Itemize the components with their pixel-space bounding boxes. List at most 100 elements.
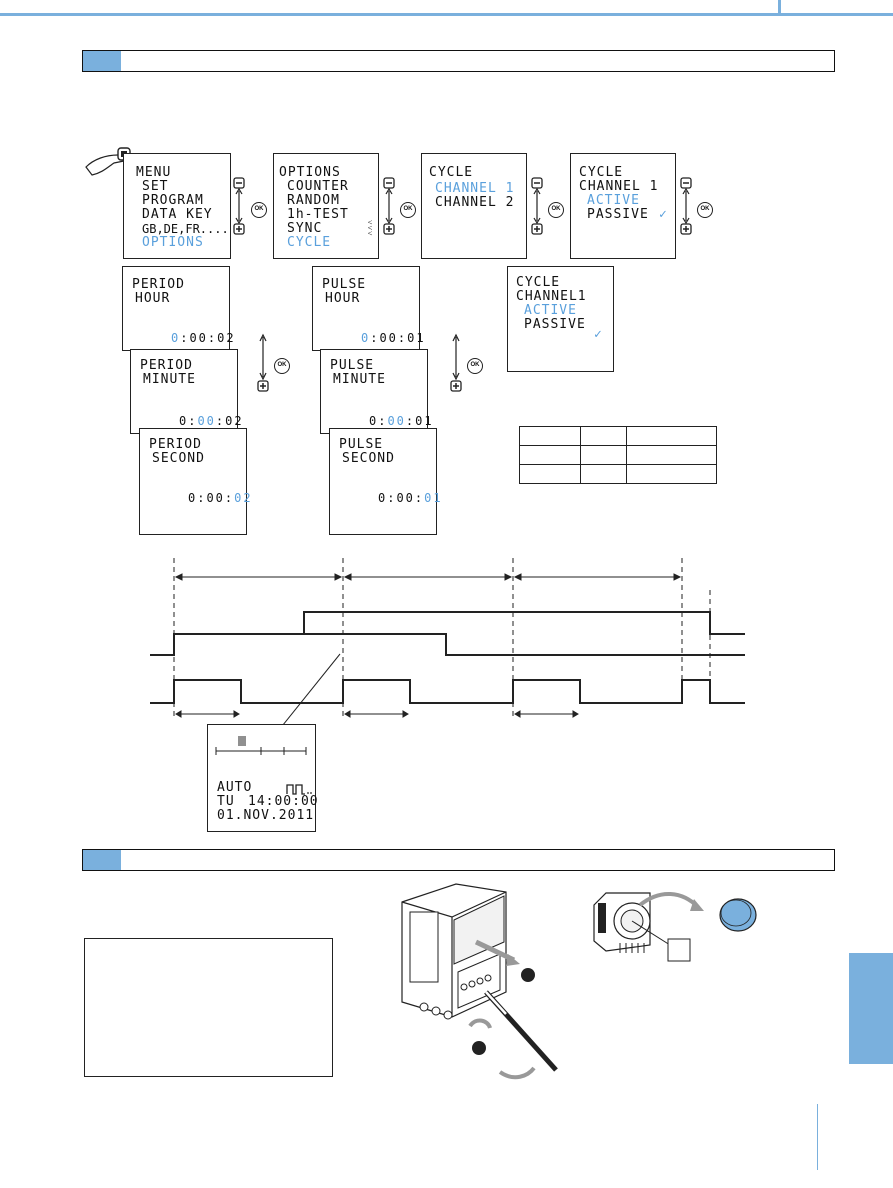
step-badge-1 — [521, 968, 535, 982]
lcd-pulse-second-screen: PULSE SECOND 0:00:01 — [329, 428, 441, 535]
pulse-minute-value[interactable]: 0:00:01 — [369, 414, 434, 428]
pulse-hour-value[interactable]: 0:00:01 — [361, 331, 426, 345]
table-cell — [519, 464, 581, 484]
cycle-confirm-passive[interactable]: PASSIVE — [524, 317, 586, 332]
pulse-minute-label: PULSE — [330, 358, 375, 373]
lcd-pulse-hour-screen: PULSE HOUR 0:00:01 — [312, 266, 424, 351]
pulse-hour-rest: :00:01 — [370, 331, 426, 345]
pulse-hour-sub: HOUR — [325, 291, 361, 306]
lcd-period-second-screen: PERIOD SECOND 0:00:02 — [139, 428, 251, 535]
period-hour-selected: 0 — [171, 331, 181, 345]
ok-button[interactable]: OK — [697, 202, 713, 218]
cycle-item-channel-1[interactable]: CHANNEL 1 — [435, 181, 515, 196]
page-margin-rule — [817, 1104, 818, 1170]
pulse-minute-sub: MINUTE — [333, 372, 386, 387]
lcd-options-screen: OPTIONS COUNTER RANDOM 1h-TEST SYNC CYCL… — [273, 153, 379, 259]
menu-title: MENU — [136, 165, 172, 180]
checkmark-icon: ✓ — [659, 207, 668, 222]
period-second-sub: SECOND — [152, 451, 205, 466]
cycle-mode-passive[interactable]: PASSIVE — [587, 207, 649, 222]
cycle-title: CYCLE — [429, 165, 474, 180]
options-item-random[interactable]: RANDOM — [287, 193, 340, 208]
lcd-cycle-mode-screen: CYCLE CHANNEL 1 ACTIVE PASSIVE ✓ — [570, 153, 676, 259]
period-second-pre: 0:00: — [188, 491, 235, 505]
time-ruler — [215, 736, 307, 755]
period-minute-value[interactable]: 0:00:02 — [179, 414, 244, 428]
lcd-cycle-channel-screen: CYCLE CHANNEL 1 CHANNEL 2 — [421, 153, 527, 259]
table-row — [519, 464, 717, 484]
pulse-second-sub: SECOND — [342, 451, 395, 466]
menu-item-options[interactable]: OPTIONS — [142, 235, 204, 250]
table-cell — [580, 445, 627, 465]
top-rule — [0, 0, 893, 16]
cycle-pulse-icon — [286, 784, 312, 795]
table-cell — [519, 426, 581, 446]
table-row — [519, 426, 717, 446]
nav-control-3 — [531, 177, 543, 235]
ok-button[interactable]: OK — [400, 202, 416, 218]
ok-button[interactable]: OK — [251, 202, 267, 218]
status-date: 01.NOV.2011 — [217, 808, 315, 823]
table-cell — [519, 445, 581, 465]
period-minute-selected: 00 — [197, 414, 216, 428]
period-hour-sub: HOUR — [135, 291, 171, 306]
chapter-tab — [849, 953, 893, 1064]
options-title: OPTIONS — [279, 165, 341, 180]
checkmark-icon: ✓ — [594, 327, 603, 342]
lcd-period-minute-screen: PERIOD MINUTE 0:00:02 — [130, 349, 242, 434]
status-mode: AUTO — [217, 780, 253, 795]
period-second-selected: 02 — [234, 491, 253, 505]
menu-item-program[interactable]: PROGRAM — [142, 193, 204, 208]
note-box — [84, 938, 333, 1077]
period-second-value[interactable]: 0:00:02 — [188, 491, 253, 505]
options-item-counter[interactable]: COUNTER — [287, 179, 349, 194]
section-header-2 — [82, 849, 835, 871]
section-number-2 — [83, 850, 121, 870]
cycle-mode-active[interactable]: ACTIVE — [587, 193, 640, 208]
period-hour-label: PERIOD — [132, 277, 185, 292]
table-cell — [580, 426, 627, 446]
pulse-second-pre: 0:00: — [378, 491, 425, 505]
nav-control-1 — [233, 177, 245, 235]
period-second-label: PERIOD — [149, 437, 202, 452]
pulse-minute-post: :01 — [405, 414, 434, 428]
cycle-confirm-active[interactable]: ACTIVE — [524, 303, 577, 318]
options-item-cycle[interactable]: CYCLE — [287, 235, 332, 250]
top-rule-tick — [778, 0, 781, 16]
menu-item-language[interactable]: GB,DE,FR.... — [142, 222, 229, 236]
period-hour-value[interactable]: 0:00:02 — [171, 331, 236, 345]
pulse-hour-label: PULSE — [322, 277, 367, 292]
ok-button[interactable]: OK — [548, 202, 564, 218]
period-minute-post: :02 — [215, 414, 244, 428]
pulse-hour-selected: 0 — [361, 331, 371, 345]
status-time: 14:00:00 — [248, 794, 319, 809]
pulse-second-value[interactable]: 0:00:01 — [378, 491, 443, 505]
options-item-1h-test[interactable]: 1h-TEST — [287, 207, 349, 222]
period-hour-rest: :00:02 — [180, 331, 236, 345]
lcd-cycle-confirm-screen: CYCLE CHANNEL1 ACTIVE PASSIVE ✓ — [507, 266, 614, 372]
period-minute-pre: 0: — [179, 414, 198, 428]
lcd-menu-screen: MENU SET PROGRAM DATA KEY GB,DE,FR.... O… — [123, 153, 231, 259]
sync-indicator-marks: ˅˅˅ — [365, 220, 374, 237]
cycle-item-channel-2[interactable]: CHANNEL 2 — [435, 195, 515, 210]
cycle-confirm-title: CYCLE — [516, 275, 561, 290]
nav-control-2 — [383, 177, 395, 235]
nav-control-5 — [257, 333, 269, 392]
menu-item-data-key[interactable]: DATA KEY — [142, 207, 213, 222]
menu-item-set[interactable]: SET — [142, 179, 169, 194]
step-badge-2 — [472, 1041, 486, 1055]
table-cell — [626, 464, 717, 484]
pulse-second-label: PULSE — [339, 437, 384, 452]
lcd-pulse-minute-screen: PULSE MINUTE 0:00:01 — [320, 349, 432, 434]
table-cell — [626, 445, 717, 465]
ok-button[interactable]: OK — [467, 358, 483, 374]
summary-table — [519, 426, 717, 484]
options-item-sync[interactable]: SYNC — [287, 221, 323, 236]
period-minute-label: PERIOD — [140, 358, 193, 373]
table-cell — [580, 464, 627, 484]
ok-button[interactable]: OK — [274, 358, 290, 374]
battery-module-illustration — [593, 891, 757, 962]
status-day: TU — [217, 794, 235, 809]
lcd-status-screen: AUTO TU 14:00:00 01.NOV.2011 — [207, 724, 319, 832]
table-cell — [626, 426, 717, 446]
